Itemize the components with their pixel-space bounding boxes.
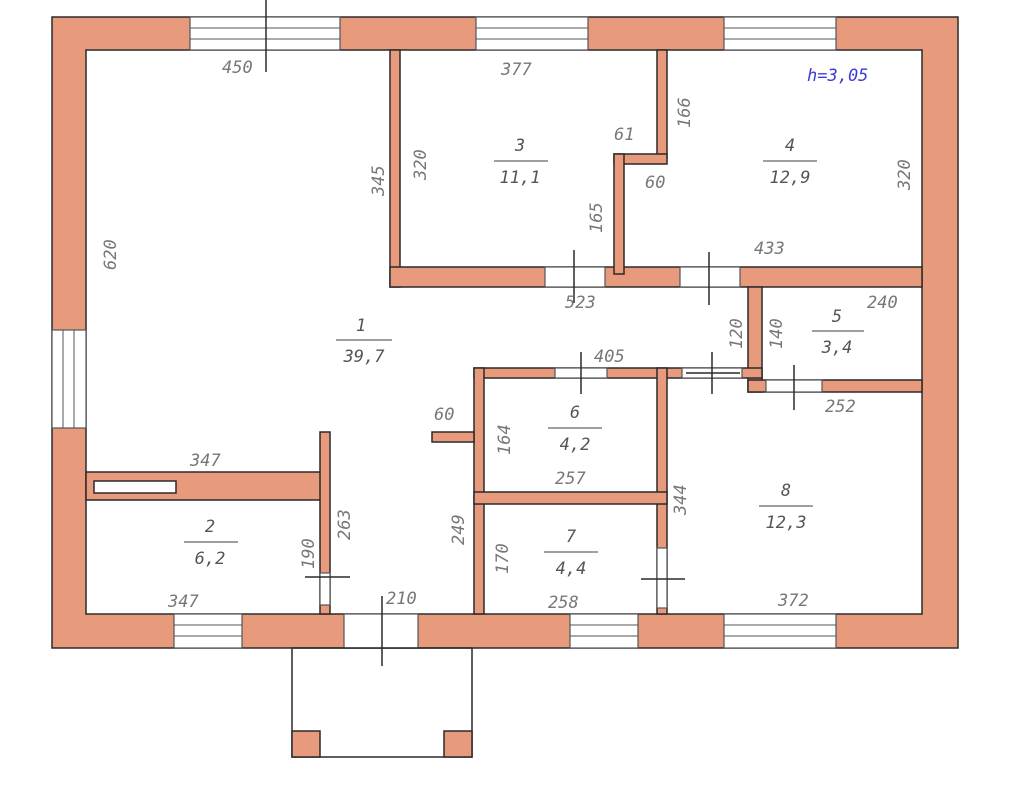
- room-area: 12,9: [770, 168, 811, 188]
- dimension-labels: 450 377 61 60 433 523 240 405 252 60 257…: [101, 58, 915, 613]
- dimension-label: 320: [895, 159, 915, 191]
- dimension-label: 377: [500, 60, 532, 80]
- room-number: 2: [205, 517, 215, 537]
- room-number: 7: [566, 527, 577, 547]
- dimension-label: 120: [727, 318, 747, 349]
- dimension-label: 344: [671, 484, 691, 516]
- dimension-label: 60: [645, 173, 665, 193]
- dimension-label: 210: [386, 589, 417, 609]
- dimension-label: 240: [867, 293, 898, 313]
- dimension-label: 433: [754, 239, 785, 259]
- room-label-1: 1 39,7: [336, 316, 392, 367]
- room-label-6: 6 4,2: [548, 403, 602, 455]
- room-area: 4,2: [560, 435, 591, 455]
- dimension-label: 61: [614, 125, 634, 145]
- dimension-label: 372: [777, 591, 809, 611]
- dimension-label: 320: [411, 149, 431, 181]
- room-label-4: 4 12,9: [763, 136, 817, 188]
- room-label-2: 2 6,2: [184, 517, 238, 569]
- dimension-label: 164: [495, 424, 515, 455]
- dimension-label: 620: [101, 239, 121, 270]
- windows: [51, 16, 837, 649]
- dimension-label: 190: [299, 538, 319, 569]
- interior-floor: [85, 49, 923, 615]
- dimension-label: 249: [449, 514, 469, 545]
- dimension-label: 60: [434, 405, 454, 425]
- room-number: 1: [356, 316, 366, 336]
- dimension-label: 347: [189, 451, 221, 471]
- room-area: 6,2: [195, 549, 226, 569]
- room-area: 4,4: [556, 559, 587, 579]
- room-number: 4: [785, 136, 795, 156]
- room-number: 3: [514, 136, 525, 156]
- dimension-label: 347: [167, 592, 199, 612]
- room-area: 12,3: [766, 513, 807, 533]
- dimension-label: 345: [369, 165, 389, 197]
- room-number: 6: [570, 403, 580, 423]
- room-label-8: 8 12,3: [759, 481, 813, 533]
- room-number: 5: [832, 307, 842, 327]
- ceiling-height-label: h=3,05: [807, 66, 868, 86]
- room-label-5: 5 3,4: [812, 307, 864, 358]
- porch: [291, 647, 473, 758]
- room-area: 11,1: [500, 168, 541, 188]
- room-number: 8: [781, 481, 791, 501]
- room-label-7: 7 4,4: [544, 527, 598, 579]
- dimension-label: 170: [493, 543, 513, 574]
- cross-marks: [265, 0, 795, 666]
- room-area: 3,4: [821, 338, 853, 358]
- dimension-label: 263: [335, 509, 355, 540]
- dimension-label: 166: [675, 97, 695, 128]
- room-label-3: 3 11,1: [494, 136, 548, 188]
- dimension-label: 450: [222, 58, 253, 78]
- dimension-label: 252: [825, 397, 856, 417]
- dimension-label: 258: [548, 593, 579, 613]
- dimension-label: 257: [555, 469, 586, 489]
- dimension-label: 405: [594, 347, 625, 367]
- dimension-label: 140: [767, 318, 787, 349]
- dimension-label: 523: [565, 293, 596, 313]
- room-area: 39,7: [343, 347, 386, 367]
- dimension-label: 165: [587, 202, 607, 233]
